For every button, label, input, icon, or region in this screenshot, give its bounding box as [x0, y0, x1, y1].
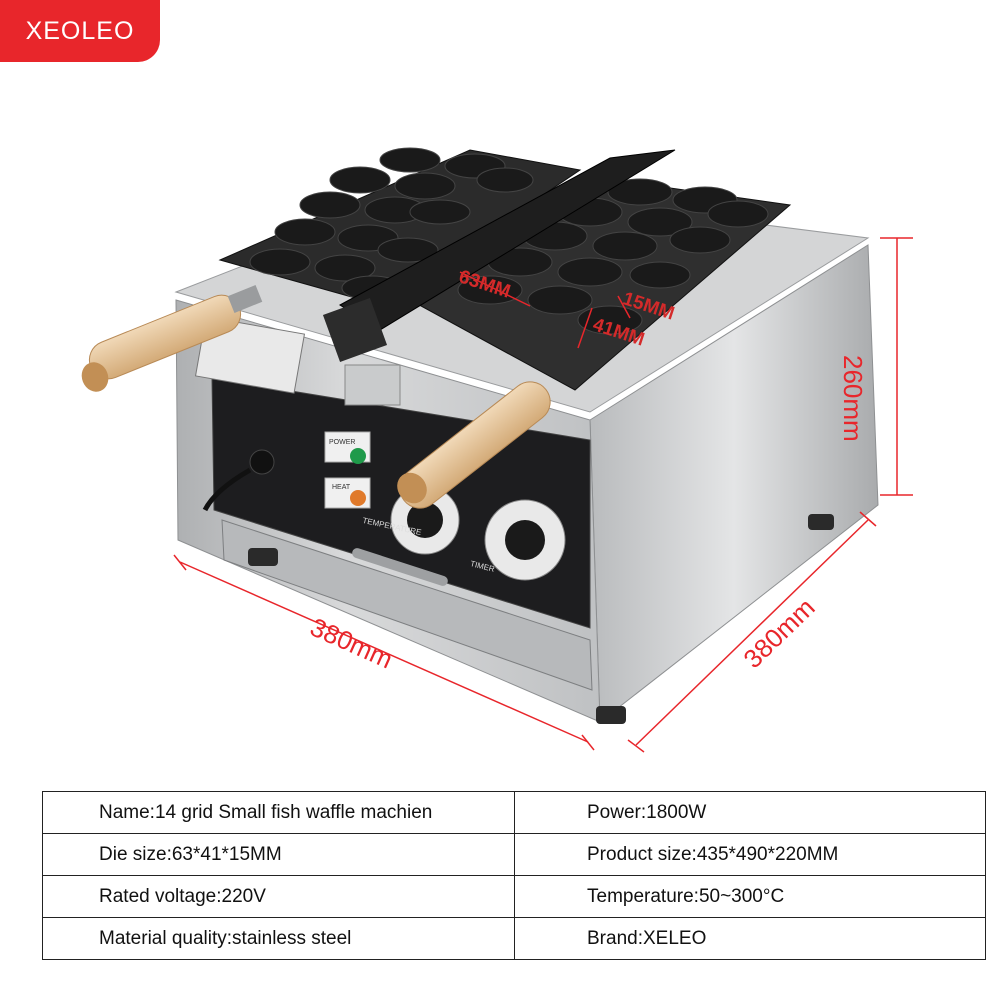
- spec-cell: Product size:435*490*220MM: [514, 833, 986, 876]
- spec-cell: Power:1800W: [514, 791, 986, 834]
- table-row: Name:14 grid Small fish waffle machien P…: [42, 791, 986, 834]
- spec-cell: Temperature:50~300°C: [514, 875, 986, 918]
- handle-left: [81, 285, 263, 392]
- brand-logo: XEOLEO: [0, 0, 160, 62]
- table-row: Die size:63*41*15MM Product size:435*490…: [42, 833, 986, 876]
- control-panel-details: [202, 431, 566, 581]
- panel-label-heat: HEAT: [332, 484, 351, 491]
- spec-table: Name:14 grid Small fish waffle machien P…: [42, 791, 986, 960]
- dimension-height-label: 260mm: [838, 355, 868, 442]
- spec-cell: Name:14 grid Small fish waffle machien: [42, 791, 515, 834]
- table-row: Material quality:stainless steel Brand:X…: [42, 917, 986, 960]
- brand-logo-text: XEOLEO: [25, 16, 135, 45]
- spec-cell: Brand:XELEO: [514, 917, 986, 960]
- spec-cell: Rated voltage:220V: [42, 875, 515, 918]
- product-photo: [81, 147, 913, 753]
- panel-label-power: POWER: [329, 439, 356, 446]
- table-row: Rated voltage:220V Temperature:50~300°C: [42, 875, 986, 918]
- dimension-lines: [173, 237, 913, 753]
- waffle-plates: [218, 147, 792, 406]
- spec-cell: Material quality:stainless steel: [42, 917, 515, 960]
- handle-right: [397, 381, 551, 509]
- spec-cell: Die size:63*41*15MM: [42, 833, 515, 876]
